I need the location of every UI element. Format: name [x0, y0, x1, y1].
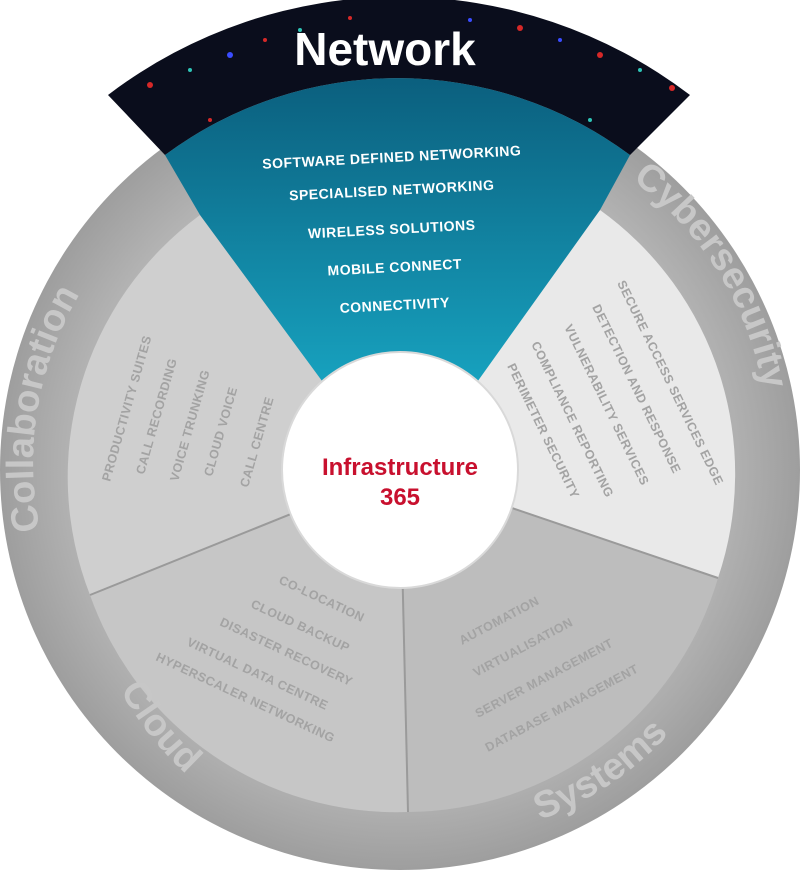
- center-hub: [281, 351, 519, 589]
- network-title: Network: [294, 23, 476, 75]
- network-band-dots: [147, 16, 675, 122]
- network-item: CONNECTIVITY: [339, 294, 450, 316]
- center-title-line2: 365: [380, 484, 420, 511]
- center-title-line1: Infrastructure: [322, 454, 478, 481]
- segment-network: [165, 78, 630, 385]
- network-item: MOBILE CONNECT: [327, 255, 462, 278]
- segment-network-band: [108, 0, 690, 155]
